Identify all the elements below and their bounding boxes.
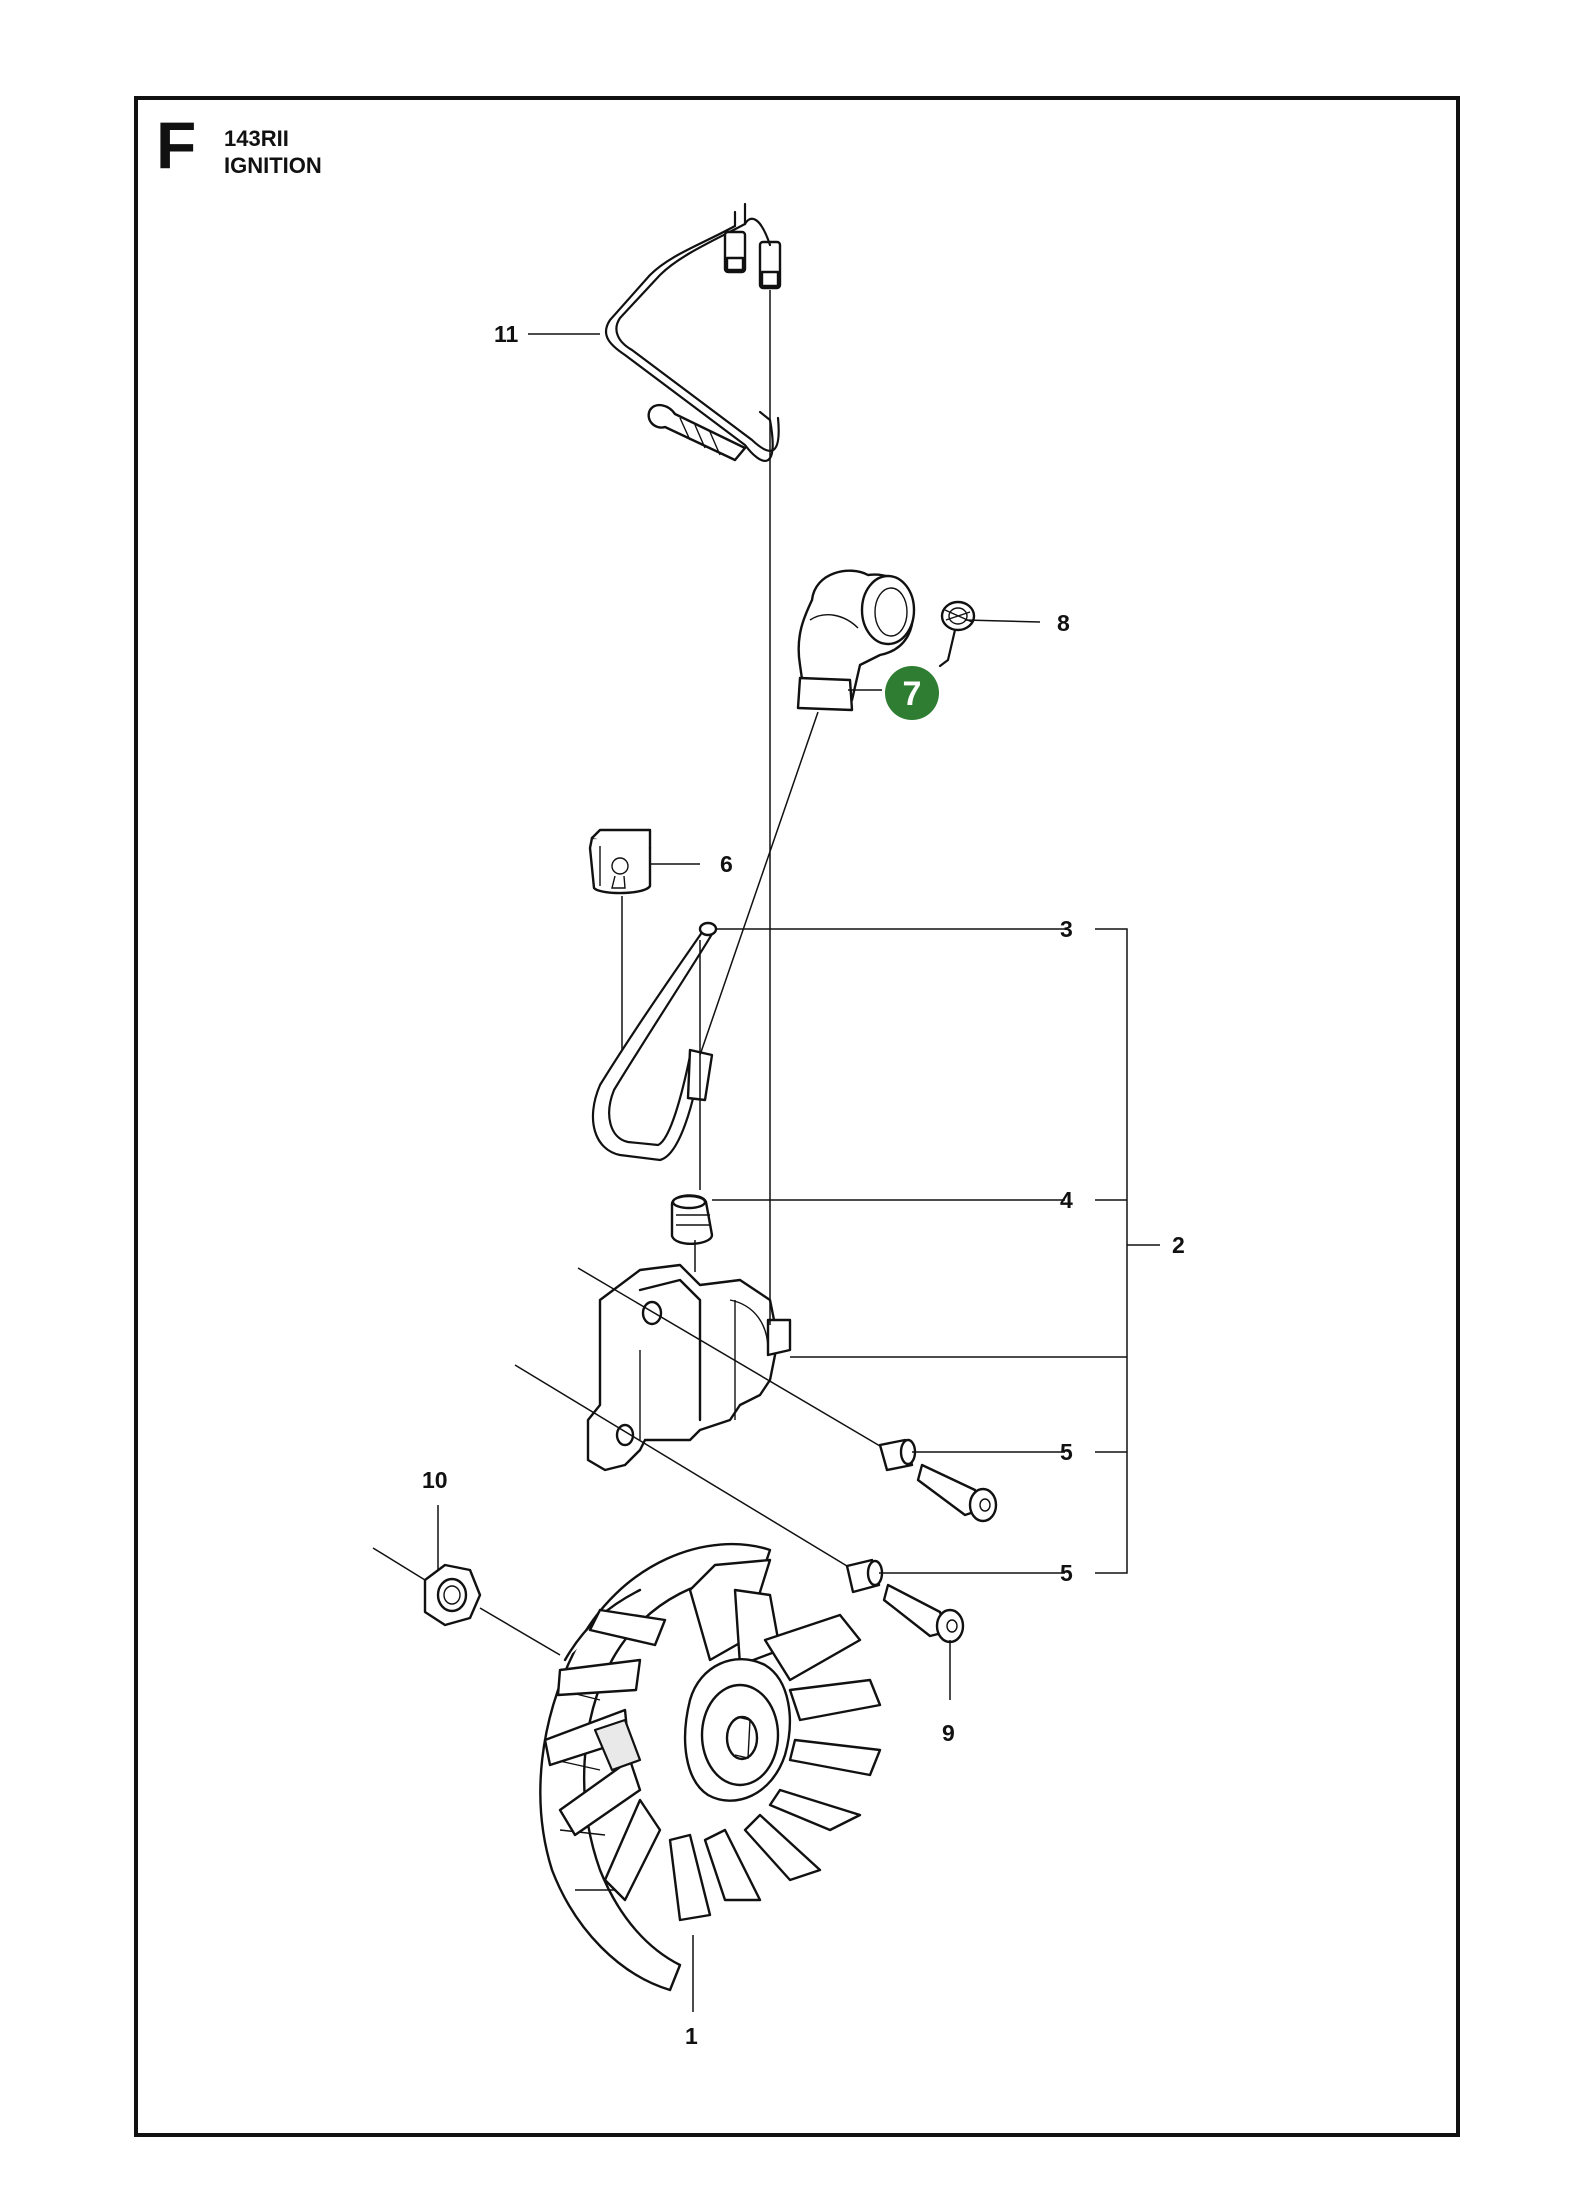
part-3-ignition-lead[interactable] [591, 921, 718, 1162]
part-4-terminal-boot[interactable] [670, 1194, 714, 1245]
callout-6[interactable]: 6 [720, 851, 733, 877]
part-7-spark-plug-cap[interactable] [796, 569, 916, 712]
callout-5-upper[interactable]: 5 [1060, 1439, 1073, 1465]
wire-terminal-tab [725, 256, 745, 272]
callout-5-lower[interactable]: 5 [1060, 1560, 1073, 1586]
callout-2[interactable]: 2 [1172, 1232, 1185, 1258]
part-screw-upper[interactable] [916, 1463, 998, 1523]
model-number: 143RII [224, 126, 289, 151]
callout-3[interactable]: 3 [1060, 916, 1073, 942]
leader-lines [372, 290, 1160, 2012]
section-letter: F [156, 108, 197, 182]
callout-4[interactable]: 4 [1060, 1187, 1073, 1213]
highlight-circle [885, 666, 939, 720]
wire-connector-sleeve [647, 403, 747, 462]
part-8-spring-clip[interactable] [938, 600, 976, 668]
callout-labels: 11 8 6 3 4 2 5 5 10 9 1 [422, 321, 1185, 2049]
callout-7: 7 [903, 675, 922, 713]
drawing-frame [134, 96, 1460, 2137]
part-11-wire-harness[interactable] [604, 202, 782, 462]
part-6-grommet[interactable] [588, 828, 652, 895]
part-5-sleeve-lower[interactable] [845, 1558, 884, 1594]
callout-10[interactable]: 10 [422, 1467, 448, 1493]
part-9-screw[interactable] [882, 1583, 965, 1644]
section-title: IGNITION [224, 153, 322, 178]
callout-1[interactable]: 1 [685, 2023, 698, 2049]
part-10-nut[interactable] [423, 1563, 482, 1627]
highlight-badge-7[interactable]: 7 [885, 666, 939, 720]
part-5-sleeve-upper[interactable] [878, 1438, 917, 1472]
part-2-ignition-module[interactable] [586, 1263, 792, 1472]
wire-terminal-tab [760, 270, 780, 288]
callout-11[interactable]: 11 [494, 321, 519, 347]
part-1-flywheel[interactable] [539, 1542, 882, 1992]
callout-9[interactable]: 9 [942, 1720, 955, 1746]
callout-8[interactable]: 8 [1057, 610, 1070, 636]
